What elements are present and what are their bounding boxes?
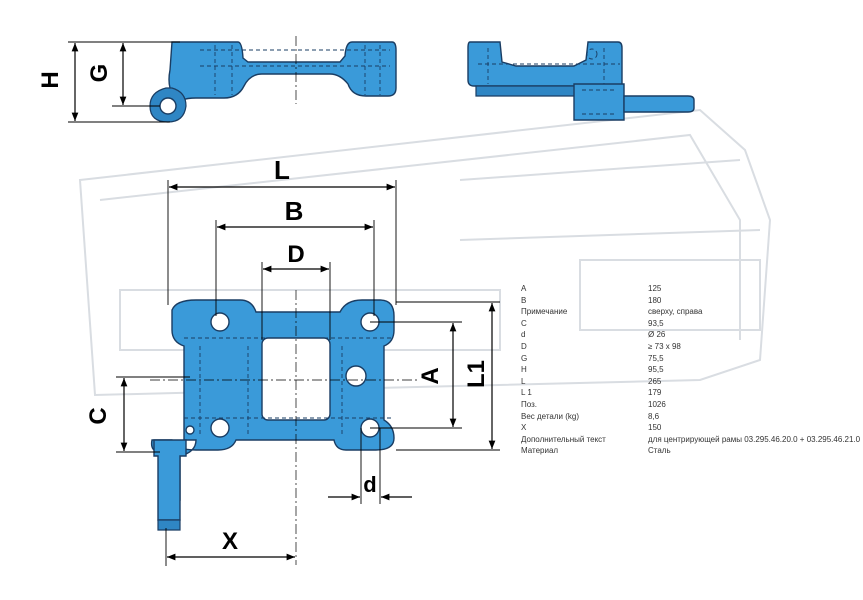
spec-row: Поз. 1026 xyxy=(521,399,861,411)
spec-key: H xyxy=(521,365,527,375)
label-l1: L1 xyxy=(463,360,490,388)
spec-row: H 95,5 xyxy=(521,364,861,376)
dimension-c: C xyxy=(85,376,190,453)
spec-key: Поз. xyxy=(521,399,537,409)
spec-key: d xyxy=(521,330,526,340)
label-small-d: d xyxy=(363,472,376,497)
spec-key: X xyxy=(521,423,527,433)
spec-value: 93,5 xyxy=(648,318,664,328)
label-a: A xyxy=(417,367,444,384)
dimension-x: X xyxy=(165,528,295,566)
spec-row: A 125 xyxy=(521,283,861,295)
spec-value: 95,5 xyxy=(648,365,664,375)
spec-value: сверху, справа xyxy=(648,307,703,317)
spec-key: C xyxy=(521,318,527,328)
dimension-l1: L1 xyxy=(396,301,500,451)
spec-row: X 150 xyxy=(521,422,861,434)
spec-key: L xyxy=(521,376,526,386)
spec-row: D ≥ 73 x 98 xyxy=(521,341,861,353)
spec-value: 179 xyxy=(648,388,662,398)
plan-view xyxy=(150,290,420,565)
end-view-right xyxy=(467,41,695,121)
dimension-b: B xyxy=(215,196,375,316)
label-l: L xyxy=(274,155,290,185)
label-h: H xyxy=(37,71,64,88)
dimension-d-window: D xyxy=(261,241,331,340)
label-b: B xyxy=(285,196,304,226)
spec-row: B 180 xyxy=(521,295,861,307)
spec-value: 75,5 xyxy=(648,353,664,363)
spec-key: G xyxy=(521,353,528,363)
spec-value: 1026 xyxy=(648,399,666,409)
spec-value: ≥ 73 x 98 xyxy=(648,341,681,351)
spec-value: Сталь xyxy=(648,446,671,456)
spec-value: 265 xyxy=(648,376,662,386)
spec-row: G 75,5 xyxy=(521,353,861,365)
dimension-a: A xyxy=(370,321,462,429)
spec-row: Материал Сталь xyxy=(521,445,861,457)
spec-row: L 265 xyxy=(521,376,861,388)
spec-value: 180 xyxy=(648,295,662,305)
spec-row: Примечание сверху, справа xyxy=(521,306,861,318)
dimension-h-g: H G xyxy=(37,41,180,123)
label-g: G xyxy=(86,64,113,83)
dimension-l: L xyxy=(167,155,397,305)
side-view-left xyxy=(149,36,397,123)
label-d-upper: D xyxy=(287,241,304,268)
spec-value: Ø 26 xyxy=(648,330,666,340)
label-x: X xyxy=(222,528,238,555)
spec-key: Примечание xyxy=(521,307,568,317)
spec-row: C 93,5 xyxy=(521,318,861,330)
spec-row: L 1 179 xyxy=(521,387,861,399)
spec-key: A xyxy=(521,284,527,293)
spec-value: 125 xyxy=(648,284,662,293)
label-c: C xyxy=(85,407,112,424)
spec-key: Вес детали (kg) xyxy=(521,411,580,421)
spec-row: Вес детали (kg) 8,6 xyxy=(521,411,861,423)
spec-row: d Ø 26 xyxy=(521,329,861,341)
spec-value: 8,6 xyxy=(648,411,660,421)
spec-value: 150 xyxy=(648,423,662,433)
spec-key: D xyxy=(521,341,527,351)
spec-key: Дополнительный текст xyxy=(521,434,606,444)
spec-key: L 1 xyxy=(521,388,532,398)
dimension-small-d: d xyxy=(328,428,412,504)
spec-value: для центрирующей рамы 03.295.46.20.0 + 0… xyxy=(648,434,861,444)
spec-key: B xyxy=(521,295,527,305)
spec-key: Материал xyxy=(521,446,559,456)
spec-row: Дополнительный текст для центрирующей рам… xyxy=(521,434,861,446)
